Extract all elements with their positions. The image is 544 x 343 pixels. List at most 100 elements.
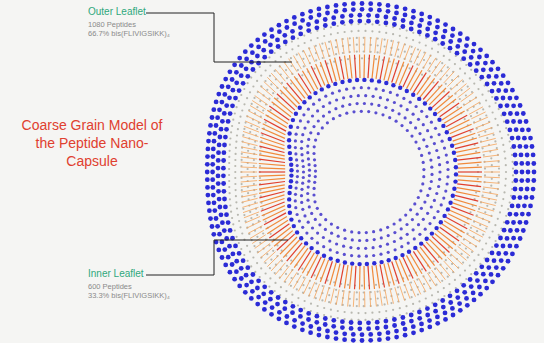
- bead: [511, 161, 513, 163]
- bead: [412, 32, 414, 34]
- peptide-tail: [316, 258, 325, 280]
- bead: [373, 238, 376, 241]
- bead: [247, 260, 249, 262]
- bead: [301, 133, 304, 136]
- bead: [295, 187, 298, 190]
- bead: [280, 286, 282, 288]
- peptide-tail: [303, 50, 310, 64]
- peptide-tail: [363, 266, 365, 290]
- bead: [401, 321, 406, 326]
- bead: [322, 245, 325, 248]
- bead: [423, 101, 427, 105]
- bead: [307, 138, 310, 141]
- bead: [433, 309, 438, 314]
- bead: [470, 273, 472, 275]
- bead: [450, 144, 454, 148]
- bead: [494, 140, 496, 142]
- bead: [389, 91, 392, 94]
- bead: [308, 174, 311, 177]
- peptide-tail: [260, 142, 285, 149]
- peptide-tail: [409, 282, 415, 297]
- bead: [445, 130, 449, 134]
- bead: [409, 21, 414, 26]
- bead: [291, 48, 293, 50]
- peptide-tail: [390, 288, 394, 303]
- bead: [393, 231, 396, 234]
- leader-line: [146, 240, 288, 275]
- bead: [287, 204, 291, 208]
- bead: [462, 290, 467, 295]
- bead: [399, 104, 402, 107]
- bead: [250, 77, 252, 79]
- bead: [411, 9, 416, 14]
- bead: [464, 72, 466, 74]
- peptide-tail: [348, 291, 350, 307]
- peptide-tail: [448, 214, 470, 225]
- bead: [324, 95, 327, 98]
- bead: [292, 15, 297, 20]
- bead: [324, 228, 327, 231]
- bead: [398, 86, 402, 90]
- bead: [234, 112, 236, 114]
- bead: [317, 327, 322, 332]
- bead: [357, 94, 360, 97]
- bead: [433, 302, 438, 307]
- bead: [459, 68, 461, 70]
- bead: [336, 259, 340, 263]
- bead: [211, 232, 216, 237]
- bead: [296, 126, 299, 129]
- bead: [419, 189, 422, 192]
- bead: [413, 202, 416, 205]
- bead: [530, 195, 535, 200]
- bead: [490, 251, 495, 256]
- bead: [377, 38, 379, 40]
- bead: [347, 284, 349, 286]
- bead: [442, 197, 445, 200]
- peptide-tail: [359, 37, 360, 53]
- bead: [289, 179, 293, 183]
- bead: [242, 134, 244, 136]
- bead: [409, 275, 411, 277]
- bead: [412, 113, 415, 116]
- bead: [526, 170, 531, 175]
- bead: [208, 216, 213, 221]
- bead: [334, 330, 339, 335]
- bead: [424, 228, 427, 231]
- bead: [311, 226, 314, 229]
- peptide-tail: [259, 146, 284, 152]
- bead: [438, 133, 441, 136]
- bead: [461, 253, 463, 255]
- bead: [308, 9, 313, 14]
- bead: [378, 311, 380, 313]
- bead: [484, 174, 486, 176]
- bead: [323, 316, 328, 321]
- bead: [400, 124, 403, 127]
- peptide-tail: [325, 287, 329, 302]
- bead: [229, 144, 231, 146]
- bead: [254, 271, 256, 273]
- peptide-tail: [423, 276, 431, 290]
- bead: [412, 39, 414, 41]
- bead: [230, 77, 235, 82]
- bead: [384, 303, 386, 305]
- peptide-tail: [243, 131, 259, 136]
- bead: [430, 180, 433, 183]
- bead: [314, 19, 319, 24]
- peptide-tail: [245, 121, 260, 128]
- bead: [412, 303, 414, 305]
- bead: [437, 185, 440, 188]
- bead: [414, 126, 417, 129]
- bead: [454, 165, 458, 169]
- bead: [270, 109, 272, 111]
- bead: [344, 31, 346, 33]
- peptide-tail: [392, 60, 399, 82]
- peptide-tail: [242, 198, 258, 202]
- bead: [303, 127, 306, 130]
- bead: [338, 114, 341, 117]
- bead: [292, 324, 297, 329]
- bead: [265, 69, 267, 71]
- bead: [212, 208, 217, 213]
- bead: [216, 174, 221, 179]
- bead: [433, 216, 436, 219]
- bead: [312, 103, 315, 106]
